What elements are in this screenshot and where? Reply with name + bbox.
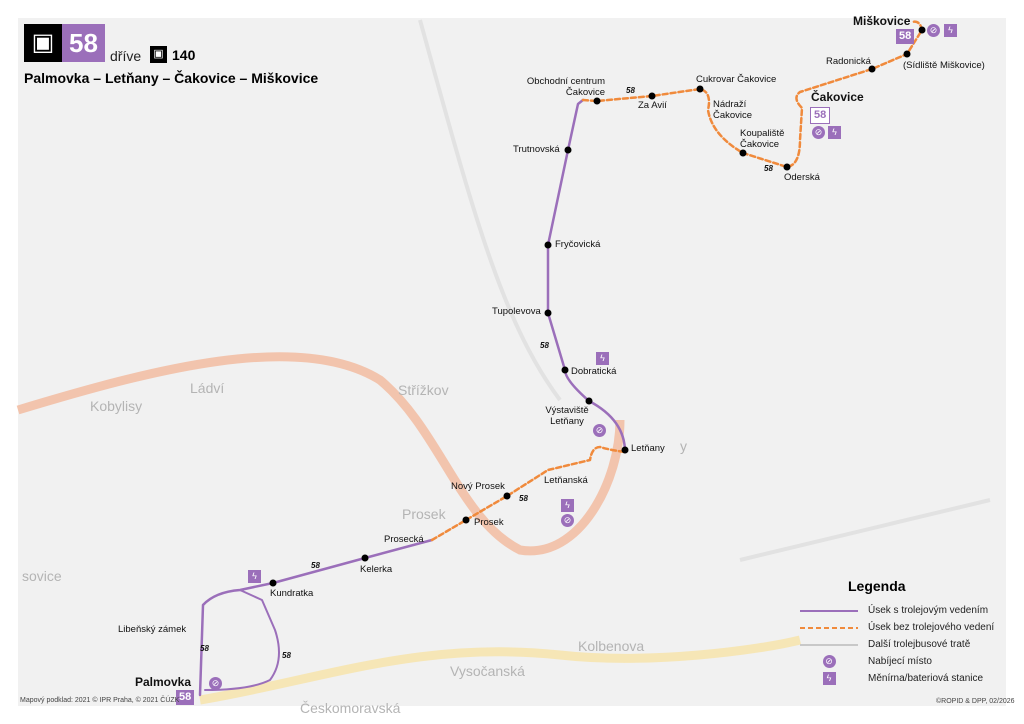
- substation-icon: ϟ: [561, 499, 574, 512]
- basemap-credit: Mapový podklad: 2021 © IPR Praha, © 2021…: [20, 697, 180, 704]
- area-label: Střížkov: [398, 382, 449, 398]
- area-label: y: [680, 438, 687, 454]
- charging-point-icon: ⊘: [822, 655, 836, 668]
- legend-label: Nabíjecí místo: [868, 656, 932, 667]
- route-trolley-south: [198, 538, 434, 697]
- stop-dots: [269, 26, 926, 587]
- legend-label: Další trolejbusové tratě: [868, 639, 971, 650]
- stop-label: Miškovice: [853, 14, 911, 28]
- terminus-badge: 58: [176, 690, 195, 705]
- stop-label: Prosek: [474, 517, 504, 528]
- route-trolley-south-loop: [204, 589, 280, 691]
- charging-point-icon: ⊘: [927, 24, 940, 37]
- substation-icon: ϟ: [248, 570, 261, 583]
- line-mark: 58: [540, 341, 549, 350]
- area-label: Kobylisy: [90, 398, 143, 414]
- substation-icon: ϟ: [822, 672, 836, 685]
- former-line: 140: [172, 47, 196, 63]
- stop-label: Libeňský zámek: [118, 624, 187, 635]
- area-label: Ládví: [190, 380, 225, 396]
- line-mark: 58: [626, 86, 635, 95]
- stop-label: Letňany: [631, 443, 665, 454]
- stop-label: Koupaliště Čakovice: [740, 128, 785, 150]
- legend-label: Měnírna/bateriová stanice: [868, 673, 984, 684]
- stop-label: Dobratická: [571, 366, 617, 377]
- bus-icon: ▣: [150, 46, 167, 63]
- legend-item: Úsek s trolejovým vedením: [800, 602, 1000, 619]
- terminus-badge: 58: [810, 107, 831, 124]
- stop-label: (Sídliště Miškovice): [903, 60, 985, 71]
- substation-icon: ϟ: [944, 24, 957, 37]
- stop-label: Obchodní centrum Čakovice: [526, 76, 605, 98]
- stop-label: Cukrovar Čakovice: [696, 74, 777, 85]
- legend-item: ϟ Měnírna/bateriová stanice: [800, 670, 1000, 687]
- area-label: Kolbenova: [578, 638, 645, 654]
- stop-label: Palmovka: [135, 675, 192, 689]
- charging-point-icon: ⊘: [593, 424, 606, 437]
- legend-item: Další trolejbusové tratě: [800, 636, 1000, 653]
- route-trolley-north: [546, 98, 627, 454]
- formerly-label: dříve: [110, 48, 142, 64]
- area-label: sovice: [22, 568, 62, 584]
- map-background[interactable]: [18, 18, 1006, 706]
- line-mark: 58: [311, 561, 320, 570]
- charging-point-icon: ⊘: [812, 126, 825, 139]
- line-number: 58: [62, 24, 105, 62]
- stop-label: Výstaviště Letňany: [545, 405, 589, 427]
- stop-label: Nádraží Čakovice: [713, 99, 753, 121]
- terminus-badge: 58: [896, 29, 915, 44]
- line-mark: 58: [282, 651, 291, 660]
- line-mark: 58: [200, 644, 209, 653]
- stop-label: Letňanská: [544, 475, 588, 486]
- area-label: Prosek: [402, 506, 446, 522]
- route-no-wire-prosek: [430, 445, 627, 542]
- legend-label: Úsek s trolejovým vedením: [868, 605, 989, 616]
- stop-label: Fryčovická: [555, 239, 601, 250]
- stop-label: Kundratka: [270, 588, 314, 599]
- substation-icon: ϟ: [596, 352, 609, 365]
- area-label: Českomoravská: [300, 700, 401, 716]
- ring-road: [16, 19, 991, 705]
- stop-label: Radonická: [826, 56, 871, 67]
- stop-label: Tupolevova: [492, 306, 541, 317]
- charging-point-icon: ⊘: [561, 514, 574, 527]
- area-label: Vysočanská: [450, 663, 525, 679]
- substation-icon: ϟ: [828, 126, 841, 139]
- stop-label: Kelerka: [360, 564, 393, 575]
- stop-label: Za Avií: [638, 100, 667, 111]
- stop-label: Oderská: [784, 172, 820, 183]
- stop-label: Trutnovská: [513, 144, 560, 155]
- legend-label: Úsek bez trolejového vedení: [868, 622, 995, 633]
- stop-label: Čakovice: [811, 90, 864, 104]
- legend: Legenda Úsek s trolejovým vedením Úsek b…: [800, 578, 1000, 687]
- copyright: ©ROPID & DPP, 02/2026: [936, 698, 1015, 705]
- stop-label: Nový Prosek: [451, 481, 505, 492]
- legend-item: Úsek bez trolejového vedení: [800, 619, 1000, 636]
- stop-label: Prosecká: [384, 534, 424, 545]
- charging-point-icon: ⊘: [209, 677, 222, 690]
- legend-title: Legenda: [848, 578, 906, 594]
- line-mark: 58: [519, 494, 528, 503]
- route-title: Palmovka – Letňany – Čakovice – Miškovic…: [24, 70, 319, 86]
- line-mark: 58: [764, 164, 773, 173]
- legend-item: ⊘ Nabíjecí místo: [800, 653, 1000, 670]
- trolleybus-icon: ▣: [24, 24, 62, 62]
